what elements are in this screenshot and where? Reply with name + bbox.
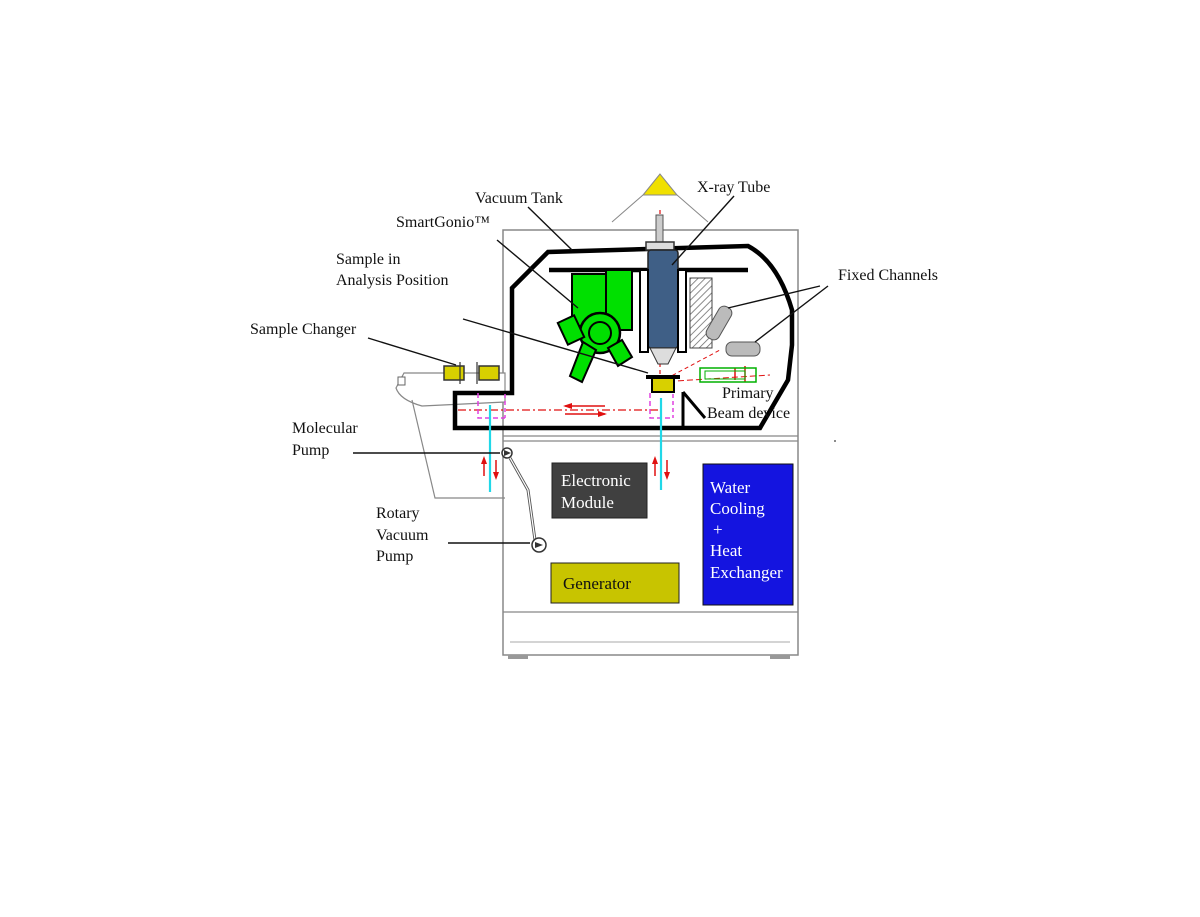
vacuum-tank-label: Vacuum Tank (475, 190, 563, 207)
pump-hardware (501, 447, 547, 553)
callout-labels: Vacuum Tank X-ray Tube SmartGonio™ Sampl… (250, 179, 938, 565)
sample-position-label-line1: Sample in (336, 251, 400, 268)
vacuum-lines (481, 398, 670, 492)
smartgonio-label: SmartGonio™ (396, 214, 490, 231)
molecular-pump-label-line2: Pump (292, 442, 329, 459)
sample-position-label-line2: Analysis Position (336, 272, 448, 289)
rotary-pump-label-line2: Vacuum (376, 527, 429, 544)
primary-beam-label-line2: Beam device (707, 405, 790, 422)
water-cooling-label-line5: Exchanger (710, 563, 783, 582)
vacuum-flow-path (477, 393, 674, 419)
water-cooling-label-line2: Cooling (710, 499, 765, 518)
electronic-module-label-line2: Module (561, 493, 614, 512)
sample-changer-label: Sample Changer (250, 321, 357, 338)
water-cooling-label-line4: Heat (710, 541, 742, 560)
xray-tube-label: X-ray Tube (697, 179, 770, 196)
fixed-channels-label: Fixed Channels (838, 267, 938, 284)
rotary-pump-label-line3: Pump (376, 548, 413, 565)
electronic-module-label-line1: Electronic (561, 471, 631, 490)
callout-leaders (353, 195, 829, 544)
electronic-module-box: Electronic Module (551, 462, 648, 519)
generator-label: Generator (563, 574, 631, 593)
xray-tube-assembly (639, 214, 687, 393)
warning-indicator-icon (611, 173, 709, 223)
water-cooling-box: Water Cooling + Heat Exchanger (702, 463, 794, 606)
water-cooling-label-line1: Water (710, 478, 750, 497)
marker-dot (834, 440, 836, 442)
molecular-pump-label-line1: Molecular (292, 420, 358, 437)
water-cooling-label-line3: + (713, 520, 723, 539)
fixed-channels-assembly (689, 277, 761, 383)
smartgonio-assembly (556, 269, 634, 384)
primary-beam-label-line1: Primary (722, 385, 774, 402)
generator-box: Generator (550, 562, 680, 604)
rotary-pump-label-line1: Rotary (376, 505, 420, 522)
